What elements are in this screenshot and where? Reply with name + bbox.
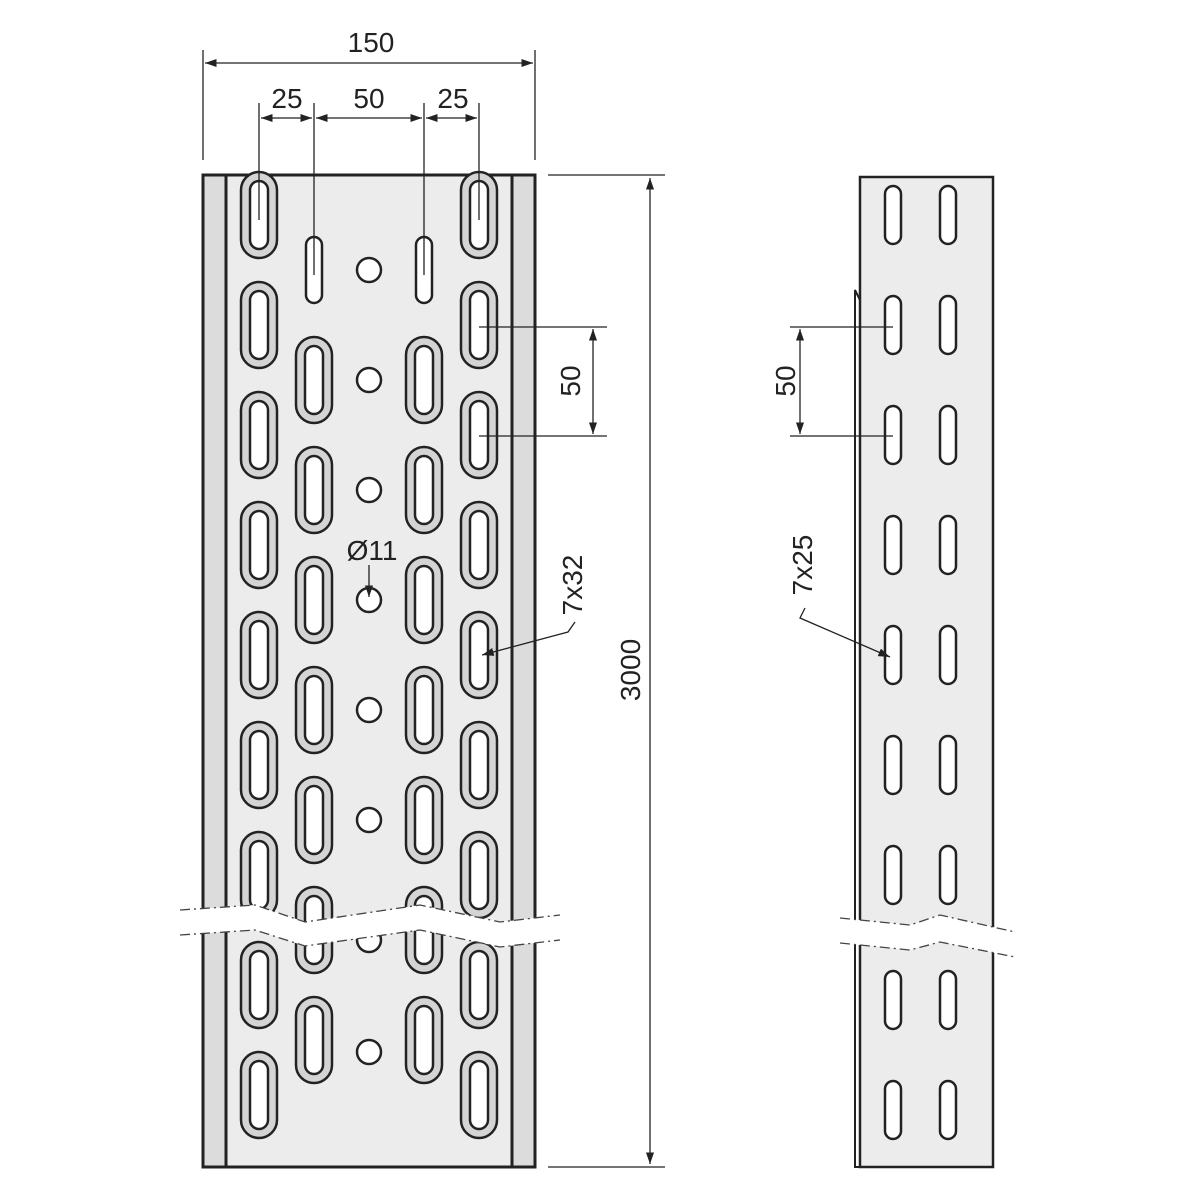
slot [938, 1079, 958, 1141]
slot [459, 830, 499, 920]
length-label: 3000 [615, 639, 646, 701]
front-view [201, 170, 537, 1169]
slot [239, 1050, 279, 1140]
slot [938, 294, 958, 356]
slot [938, 624, 958, 686]
side-slot-size-label: 7x25 [787, 535, 818, 596]
slot [239, 280, 279, 370]
slot [938, 969, 958, 1031]
front-dimensions: 150 25 50 25 3000 50 Ø11 7x32 [202, 27, 665, 1168]
slot [294, 445, 334, 535]
slot [404, 775, 444, 865]
round-hole [355, 366, 383, 394]
side-slot-pitch-label: 50 [770, 365, 801, 396]
slot [239, 610, 279, 700]
slot-offset-right-label: 25 [437, 83, 468, 114]
round-hole [355, 696, 383, 724]
slot-spacing-label: 50 [353, 83, 384, 114]
slot [883, 294, 903, 356]
slot [459, 280, 499, 370]
slot [404, 555, 444, 645]
slot [883, 844, 903, 906]
round-hole [355, 806, 383, 834]
slot-offset-left-label: 25 [271, 83, 302, 114]
slot [459, 1050, 499, 1140]
slot [294, 665, 334, 755]
slot [883, 1079, 903, 1141]
slot-pitch-label: 50 [555, 365, 586, 396]
hole-diameter-label: Ø11 [347, 535, 398, 566]
slot [459, 940, 499, 1030]
slot [294, 335, 334, 425]
slot [239, 720, 279, 810]
side-dimensions: 50 7x25 [770, 326, 893, 658]
slot-size-label: 7x32 [557, 555, 588, 616]
slot [883, 404, 903, 466]
round-hole [355, 476, 383, 504]
slot [404, 665, 444, 755]
slot [459, 390, 499, 480]
slot [938, 844, 958, 906]
left-flange [204, 176, 226, 1166]
slot [239, 390, 279, 480]
slot [459, 610, 499, 700]
round-hole [355, 256, 383, 284]
slot [459, 720, 499, 810]
side-body [858, 175, 995, 1169]
slot [239, 940, 279, 1030]
slot [883, 734, 903, 796]
slot [404, 995, 444, 1085]
slot [404, 335, 444, 425]
slot [883, 184, 903, 246]
side-view [854, 175, 995, 1169]
right-flange [512, 176, 534, 1166]
slot [938, 734, 958, 796]
round-hole [355, 1038, 383, 1066]
slot [239, 500, 279, 590]
slot [294, 775, 334, 865]
break-lines [179, 904, 1016, 958]
slot [404, 445, 444, 535]
overall-width-label: 150 [348, 27, 395, 58]
slot [938, 404, 958, 466]
slot [294, 995, 334, 1085]
slot [938, 184, 958, 246]
slot [883, 969, 903, 1031]
slot [459, 500, 499, 590]
slot [938, 514, 958, 576]
slot [883, 624, 903, 686]
side-perforations [883, 184, 958, 1141]
slot [294, 555, 334, 645]
slot [883, 514, 903, 576]
